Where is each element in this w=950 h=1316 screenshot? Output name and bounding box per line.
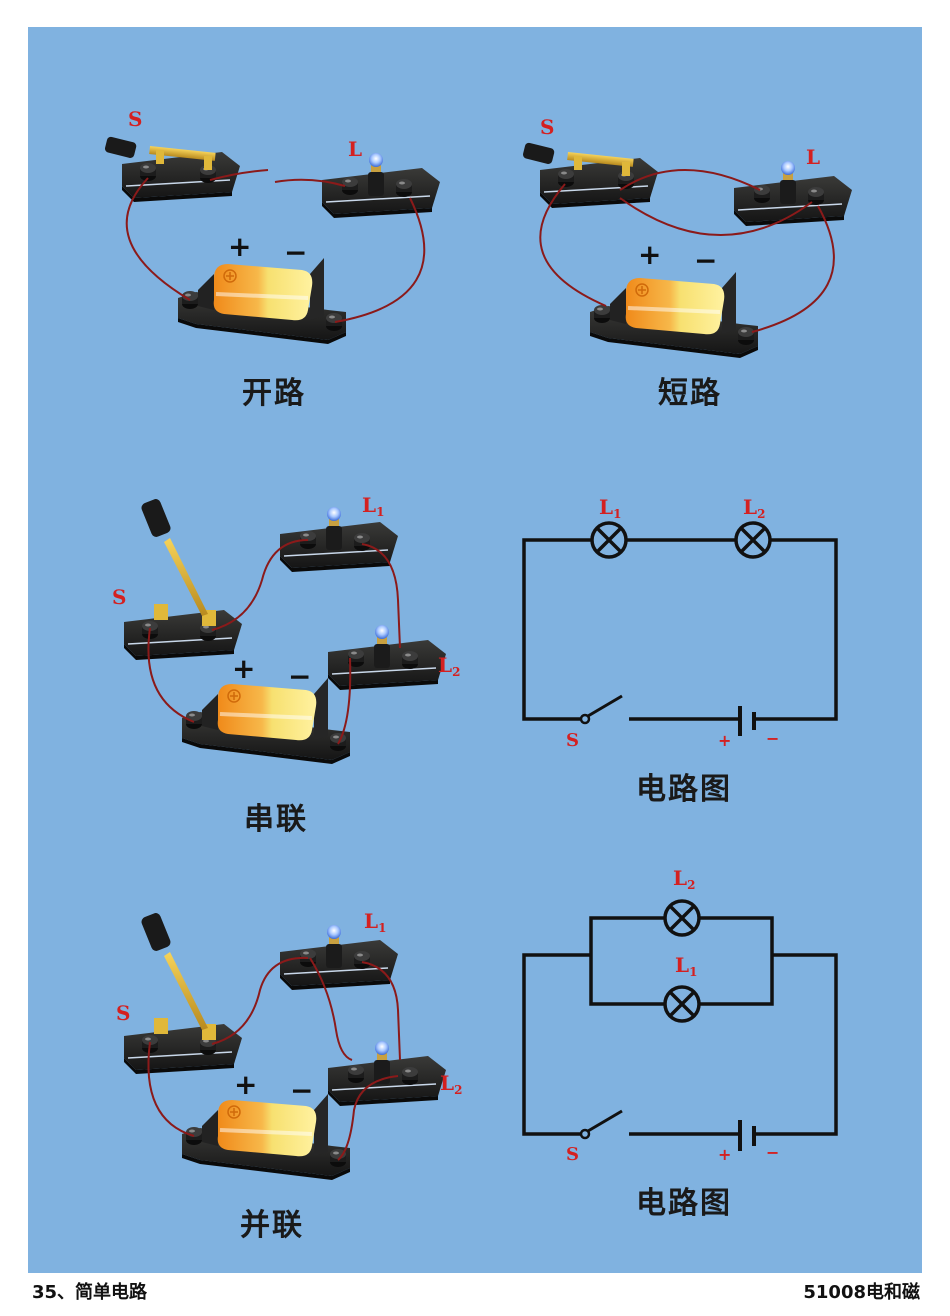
lamp-label: L [806,145,820,169]
battery-plus-sign: + [234,1068,257,1101]
switch-label: S [566,730,579,751]
lamp1-label: L1 [675,953,697,979]
wire [211,539,309,631]
wire [337,657,352,745]
parallel-schematic: L2 L1 S + − [522,866,838,1165]
lamp-symbol-l1 [590,521,628,559]
footer-series-code: 51008电和磁 [803,1282,920,1303]
lamp1-label: L1 [364,909,386,935]
battery-holder [590,272,758,358]
caption-series: 串联 [244,802,308,837]
lamp-label: L [348,137,362,161]
wire [147,627,195,723]
wire [209,169,269,181]
schematic-wire [754,953,838,1136]
caption-open-circuit: 开路 [242,376,306,411]
lamp-symbol-l1 [663,985,701,1023]
lamp-board [734,161,852,226]
battery-plus-sign: + [718,1145,731,1164]
battery-plus-sign: + [638,238,661,271]
battery-minus-sign: − [766,729,779,748]
battery-holder [182,1094,350,1180]
lamp-board-l2 [328,625,446,690]
switch-knife-closed [522,142,658,208]
schematic-wire [754,538,838,721]
wire [751,205,835,333]
lamp1-label: L1 [599,495,621,521]
wire [619,169,761,191]
lamp1-label: L1 [362,493,384,519]
switch-blade-open [587,694,623,718]
switch-label: S [116,1001,130,1025]
series-schematic: L1 L2 S + − [522,495,838,751]
battery-minus-sign: − [288,660,311,693]
wire [334,197,426,323]
battery-holder [182,678,350,764]
switch-knife-closed [104,136,240,202]
open-circuit-diagram: S L + − [104,107,440,344]
battery-minus-sign: − [284,236,307,269]
wire [619,197,813,236]
schematic-wire [699,916,774,1006]
battery-plus-sign: + [718,731,731,750]
schematic-wire [589,916,665,1006]
switch-label: S [112,585,126,609]
lamp-board-l2 [328,1041,446,1106]
switch-knife-open [124,912,242,1074]
wire [309,957,353,1061]
wire [211,956,309,1045]
caption-parallel: 并联 [240,1208,304,1243]
battery-plus-sign: + [232,652,255,685]
wire [361,961,401,1061]
battery-minus-sign: − [290,1074,313,1107]
battery-holder [178,258,346,344]
switch-blade-open [587,1109,623,1133]
switch-label: S [540,115,554,139]
caption-series-schematic: 电路图 [636,772,732,807]
wire [361,543,401,649]
battery-minus-sign: − [766,1143,779,1162]
schematic-wire [522,538,592,721]
lamp2-label: L2 [743,495,765,521]
wire [337,1075,399,1161]
wire [539,183,607,307]
lamp2-label: L2 [673,866,695,892]
switch-knife-open [124,498,242,660]
switch-label: S [128,107,142,131]
footer-lesson-title: 35、简单电路 [32,1282,148,1303]
switch-label: S [566,1144,579,1165]
schematic-wire [522,953,591,1136]
lamp-symbol-l2 [663,899,701,937]
series-circuit-diagram: S L1 L2 + − [112,493,460,764]
battery-plus-sign: + [228,230,251,263]
caption-parallel-schematic: 电路图 [636,1186,732,1221]
wire [147,1041,195,1137]
lamp-symbol-l2 [734,521,772,559]
battery-minus-sign: − [694,244,717,277]
parallel-circuit-diagram: S L1 L2 + − [116,909,462,1180]
wire [125,177,191,301]
lamp2-label: L2 [438,653,460,679]
wire [274,178,346,187]
caption-short-circuit: 短路 [658,376,722,411]
lamp2-label: L2 [440,1071,462,1097]
switch-pivot [579,1128,591,1140]
switch-pivot [579,713,591,725]
short-circuit-diagram: S L + − [522,115,852,358]
